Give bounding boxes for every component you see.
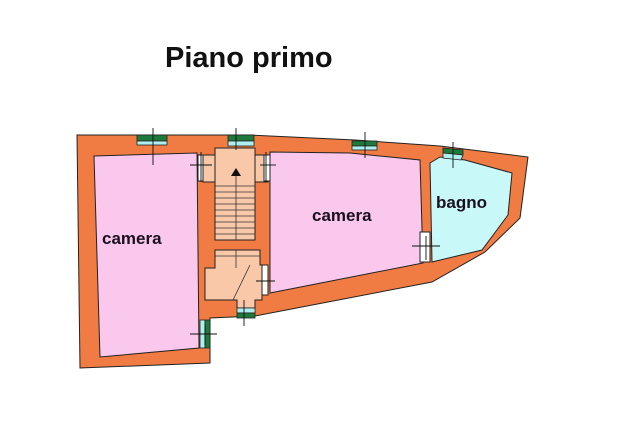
door-opening — [419, 231, 431, 263]
room-label-camera-left: camera — [102, 229, 162, 248]
window — [351, 140, 378, 151]
opening-markers — [152, 128, 454, 345]
room-label-bagno: bagno — [436, 193, 487, 212]
room-camera-left — [93, 152, 200, 358]
door-opening — [261, 264, 269, 296]
window — [236, 307, 256, 319]
room-camera-right — [269, 151, 424, 294]
window — [227, 134, 255, 147]
room-label-camera-right: camera — [312, 206, 372, 225]
stair-flight — [214, 147, 256, 241]
stair-direction-arrow-icon — [231, 168, 241, 176]
plan-title: Piano primo — [165, 42, 333, 74]
door-opening — [197, 154, 204, 182]
window — [136, 134, 168, 146]
stair-treads — [215, 172, 260, 301]
door-opening — [263, 154, 271, 182]
